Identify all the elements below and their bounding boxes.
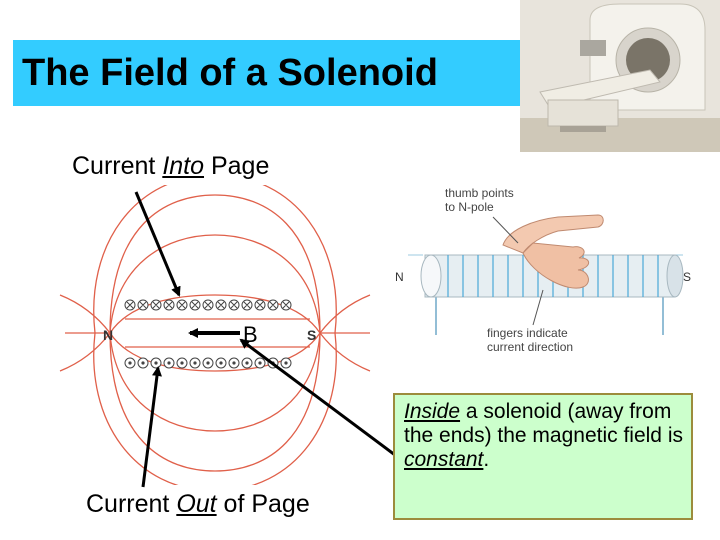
n-pole-label: N (103, 327, 113, 343)
field-b-label: B (243, 322, 258, 347)
title-banner (13, 40, 521, 106)
explanation-box (393, 393, 693, 520)
thumb-note-2: to N-pole (445, 200, 494, 214)
page-title: The Field of a Solenoid (22, 52, 438, 94)
coil-cross-marks (126, 301, 290, 309)
thumb-note: thumb points (445, 186, 514, 200)
fingers-note-2: current direction (487, 340, 573, 354)
mri-scanner-image (520, 0, 720, 152)
rh-s-pole-label: S (683, 270, 691, 284)
label-current-into-page: Current Into Page (72, 152, 270, 180)
fingers-note: fingers indicate (487, 326, 568, 340)
rh-n-pole-label: N (395, 270, 404, 284)
label-current-out-of-page: Current Out of Page (86, 490, 310, 518)
solenoid-field-diagram: N S B (59, 185, 371, 485)
explanation-text: Inside a solenoid (away from the ends) t… (404, 400, 683, 471)
right-hand-rule-diagram: thumb points to N-pole fingers indicate … (395, 186, 691, 354)
hand-icon (502, 214, 604, 289)
s-pole-label: S (307, 327, 316, 343)
